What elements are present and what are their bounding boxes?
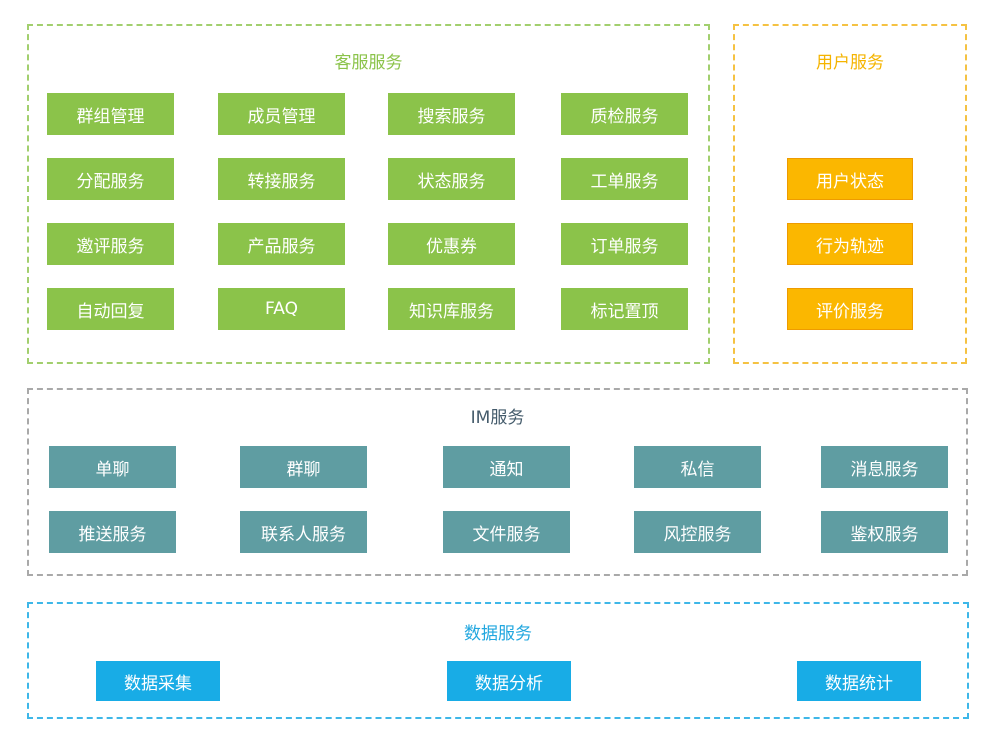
cs-item-product: 产品服务 — [218, 223, 345, 265]
data-item-analysis: 数据分析 — [447, 661, 571, 701]
im-item-file-service: 文件服务 — [443, 511, 570, 553]
user-service-panel: 用户服务 用户状态 行为轨迹 评价服务 — [733, 24, 967, 364]
im-item-message-service: 消息服务 — [821, 446, 948, 488]
cs-item-knowledge-base: 知识库服务 — [388, 288, 515, 330]
user-item-status: 用户状态 — [787, 158, 913, 200]
customer-service-title: 客服服务 — [334, 53, 403, 73]
im-item-risk-control: 风控服务 — [634, 511, 761, 553]
user-item-evaluation: 评价服务 — [787, 288, 913, 330]
cs-item-order: 订单服务 — [561, 223, 688, 265]
user-service-title: 用户服务 — [816, 53, 884, 73]
cs-item-faq: FAQ — [218, 288, 345, 330]
cs-item-member-management: 成员管理 — [218, 93, 345, 135]
im-service-panel: IM服务 单聊 群聊 通知 私信 消息服务 推送服务 联系人服务 文件服务 风控… — [27, 388, 968, 576]
cs-item-allocation: 分配服务 — [47, 158, 174, 200]
im-item-single-chat: 单聊 — [49, 446, 176, 488]
im-item-push-service: 推送服务 — [49, 511, 176, 553]
im-item-private-message: 私信 — [634, 446, 761, 488]
im-item-group-chat: 群聊 — [240, 446, 367, 488]
data-item-collection: 数据采集 — [96, 661, 220, 701]
cs-item-search-service: 搜索服务 — [388, 93, 515, 135]
cs-item-work-order: 工单服务 — [561, 158, 688, 200]
cs-item-transfer: 转接服务 — [218, 158, 345, 200]
data-service-title: 数据服务 — [464, 624, 532, 644]
cs-item-quality-inspection: 质检服务 — [561, 93, 688, 135]
im-item-notification: 通知 — [443, 446, 570, 488]
data-service-panel: 数据服务 数据采集 数据分析 数据统计 — [27, 602, 969, 719]
cs-item-status: 状态服务 — [388, 158, 515, 200]
customer-service-panel: 客服服务 群组管理 成员管理 搜索服务 质检服务 分配服务 转接服务 状态服务 … — [27, 24, 710, 364]
im-service-title: IM服务 — [470, 408, 525, 428]
cs-item-auto-reply: 自动回复 — [47, 288, 174, 330]
data-item-statistics: 数据统计 — [797, 661, 921, 701]
user-item-behavior-track: 行为轨迹 — [787, 223, 913, 265]
im-item-contacts-service: 联系人服务 — [240, 511, 367, 553]
cs-item-review-invitation: 邀评服务 — [47, 223, 174, 265]
cs-item-mark-pin: 标记置顶 — [561, 288, 688, 330]
cs-item-coupon: 优惠券 — [388, 223, 515, 265]
im-item-authentication: 鉴权服务 — [821, 511, 948, 553]
cs-item-group-management: 群组管理 — [47, 93, 174, 135]
